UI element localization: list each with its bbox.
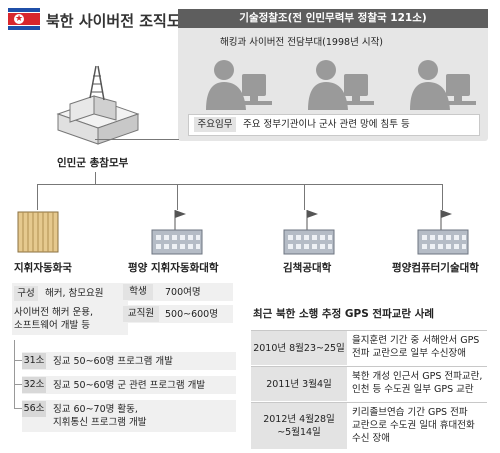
hq-building-icon: [56, 65, 140, 145]
students-value: 700여명: [165, 287, 201, 298]
connector-line: [37, 184, 38, 210]
composition-label: 구성: [14, 286, 38, 301]
hacker-figures: [206, 60, 476, 110]
connector-line: [95, 172, 96, 184]
hacker-figure-icon: [206, 60, 272, 110]
unit-name: 32소: [22, 377, 46, 393]
connector-line: [95, 139, 179, 140]
gps-desc: 북한 개성 인근서 GPS 전파교란,인천 등 수도권 일부 GPS 교란: [352, 371, 483, 395]
composition-desc-2: 소프트웨어 개발 등: [14, 320, 90, 331]
gps-title: 최근 북한 소행 추정 GPS 전파교란 사례: [253, 308, 435, 320]
unit-row: [22, 400, 236, 432]
mission-label: 주요임무: [194, 117, 236, 132]
unit-connector-line: [14, 384, 22, 385]
composition-desc-1: 사이버전 해커 운용,: [14, 307, 93, 318]
unit-row: [22, 376, 236, 394]
connector-line: [177, 184, 178, 210]
unit-name: 56소: [22, 401, 46, 417]
university-building-icon: [283, 210, 335, 255]
hq-label: 인민군 총참모부: [57, 157, 129, 169]
students-label: 학생: [123, 284, 153, 300]
connector-line: [37, 184, 442, 185]
faculty-value: 500~600명: [165, 309, 218, 320]
bureau-title: 기술정찰조(전 인민무력부 정찰국 121소): [178, 9, 488, 28]
composition-value: 해커, 참모요원: [45, 288, 104, 299]
unit-connector-line: [14, 360, 22, 361]
unit-desc: 지휘통신 프로그램 개발: [53, 417, 147, 428]
north-korea-flag-icon: ★: [8, 8, 40, 30]
command-bureau-building-icon: [17, 211, 59, 253]
mission-box: [188, 114, 480, 136]
branch-label-command-bureau: 지휘자동화국: [14, 262, 72, 274]
university-building-icon: [417, 210, 469, 255]
unit-name: 31소: [22, 353, 46, 369]
bureau-subtitle: 해킹과 사이버전 전담부대(1998년 시작): [220, 37, 384, 48]
unit-desc: 징교 50~60명 프로그램 개발: [53, 356, 173, 367]
connector-line: [442, 184, 443, 210]
branch-label-pyongyang-computer-tech-univ: 평양컴퓨터기술대학: [392, 262, 479, 274]
branch-label-pyongyang-command-automation-univ: 평양 지휘자동화대학: [128, 262, 219, 274]
unit-desc: 징교 50~60명 군 관련 프로그램 개발: [53, 380, 206, 391]
hacker-figure-icon: [410, 60, 476, 110]
faculty-label: 교직원: [123, 306, 159, 322]
unit-row: [22, 352, 236, 370]
gps-date: 2012년 4월28일~5월14일: [251, 403, 347, 449]
page-title: 북한 사이버전 조직도: [46, 12, 181, 30]
branch-label-kim-chaek-univ: 김책공대학: [283, 262, 332, 274]
university-building-icon: [151, 210, 203, 255]
hacker-figure-icon: [308, 60, 374, 110]
unit-desc: 징교 60~70명 활동,: [53, 404, 138, 415]
unit-connector-line: [14, 340, 15, 408]
gps-row: 2011년 3월4일 북한 개성 인근서 GPS 전파교란,인천 등 수도권 일…: [251, 366, 487, 401]
connector-line: [304, 184, 305, 210]
gps-date: 2011년 3월4일: [251, 367, 347, 401]
gps-date: 2010년 8월23~25일: [251, 331, 347, 365]
mission-text: 주요 정부기관이나 군사 관련 망에 침투 등: [243, 119, 410, 130]
unit-connector-line: [14, 408, 22, 409]
